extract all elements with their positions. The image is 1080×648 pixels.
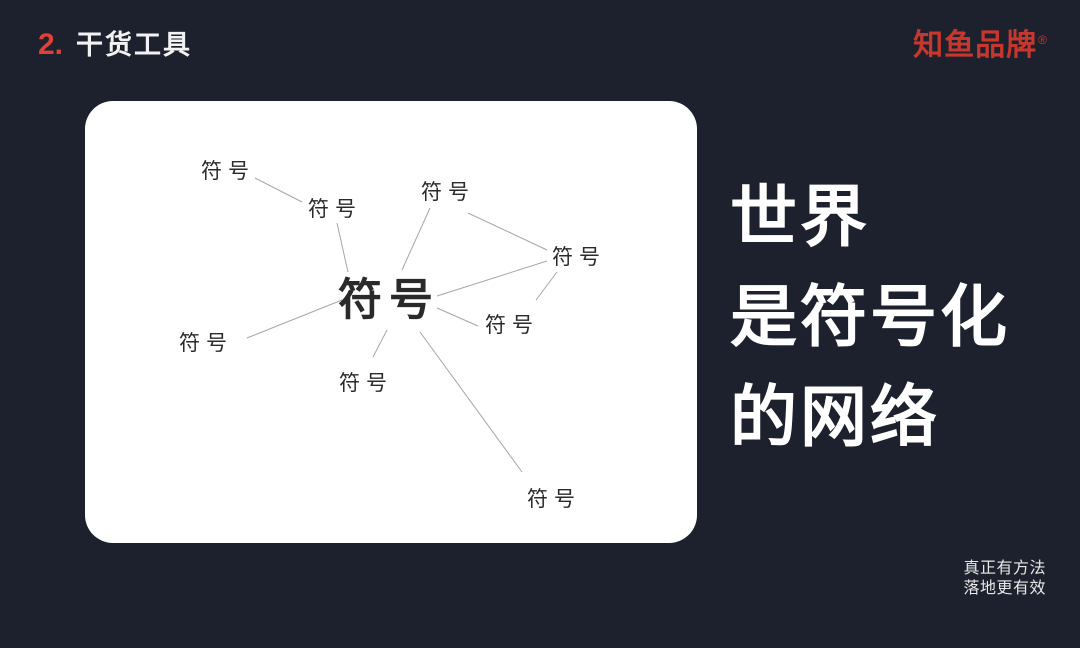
- diagram-node-satellite-8: 符号: [527, 487, 581, 511]
- diagram-node-satellite-1: 符号: [201, 159, 255, 183]
- headline-line-3: 的网络: [730, 380, 940, 455]
- edge-center-satellite-6: [246, 299, 343, 339]
- diagram-node-center: 符号: [338, 276, 440, 325]
- edge-center-satellite-4: [436, 260, 548, 297]
- edge-satellite-1-satellite-2: [254, 177, 303, 203]
- footer-tagline: 真正有方法 落地更有效: [963, 559, 1046, 599]
- edge-satellite-2-center: [336, 222, 349, 273]
- diagram-node-satellite-2: 符号: [308, 197, 362, 221]
- diagram-node-satellite-7: 符号: [339, 371, 393, 395]
- edge-center-satellite-3: [401, 207, 431, 271]
- diagram-node-satellite-6: 符号: [179, 331, 233, 355]
- headline-line-1: 世界: [730, 180, 870, 255]
- brand-logo: 知鱼品牌®: [913, 31, 1048, 61]
- footer-tagline-line-2: 落地更有效: [963, 580, 1046, 597]
- edge-center-satellite-5: [436, 307, 479, 327]
- headline-line-2: 是符号化: [730, 280, 1010, 355]
- edge-center-satellite-8: [419, 331, 523, 473]
- diagram-node-satellite-5: 符号: [485, 313, 539, 337]
- section-number: 2.: [38, 28, 64, 61]
- section-title: 干货工具: [76, 30, 193, 60]
- diagram-node-satellite-3: 符号: [421, 180, 475, 204]
- header: 2. 干货工具: [38, 30, 192, 61]
- diagram-node-satellite-4: 符号: [552, 245, 606, 269]
- edge-center-satellite-7: [372, 329, 388, 358]
- brand-logo-text: 知鱼品牌: [913, 29, 1038, 62]
- network-card: 符号符号符号符号符号符号符号符号符号: [85, 101, 697, 543]
- headline: 世界 是符号化 的网络: [730, 168, 1010, 468]
- edge-satellite-4-satellite-5: [535, 271, 558, 301]
- registered-mark-icon: ®: [1038, 33, 1048, 47]
- footer-tagline-line-1: 真正有方法: [963, 560, 1046, 577]
- edge-satellite-3-satellite-4: [467, 212, 548, 251]
